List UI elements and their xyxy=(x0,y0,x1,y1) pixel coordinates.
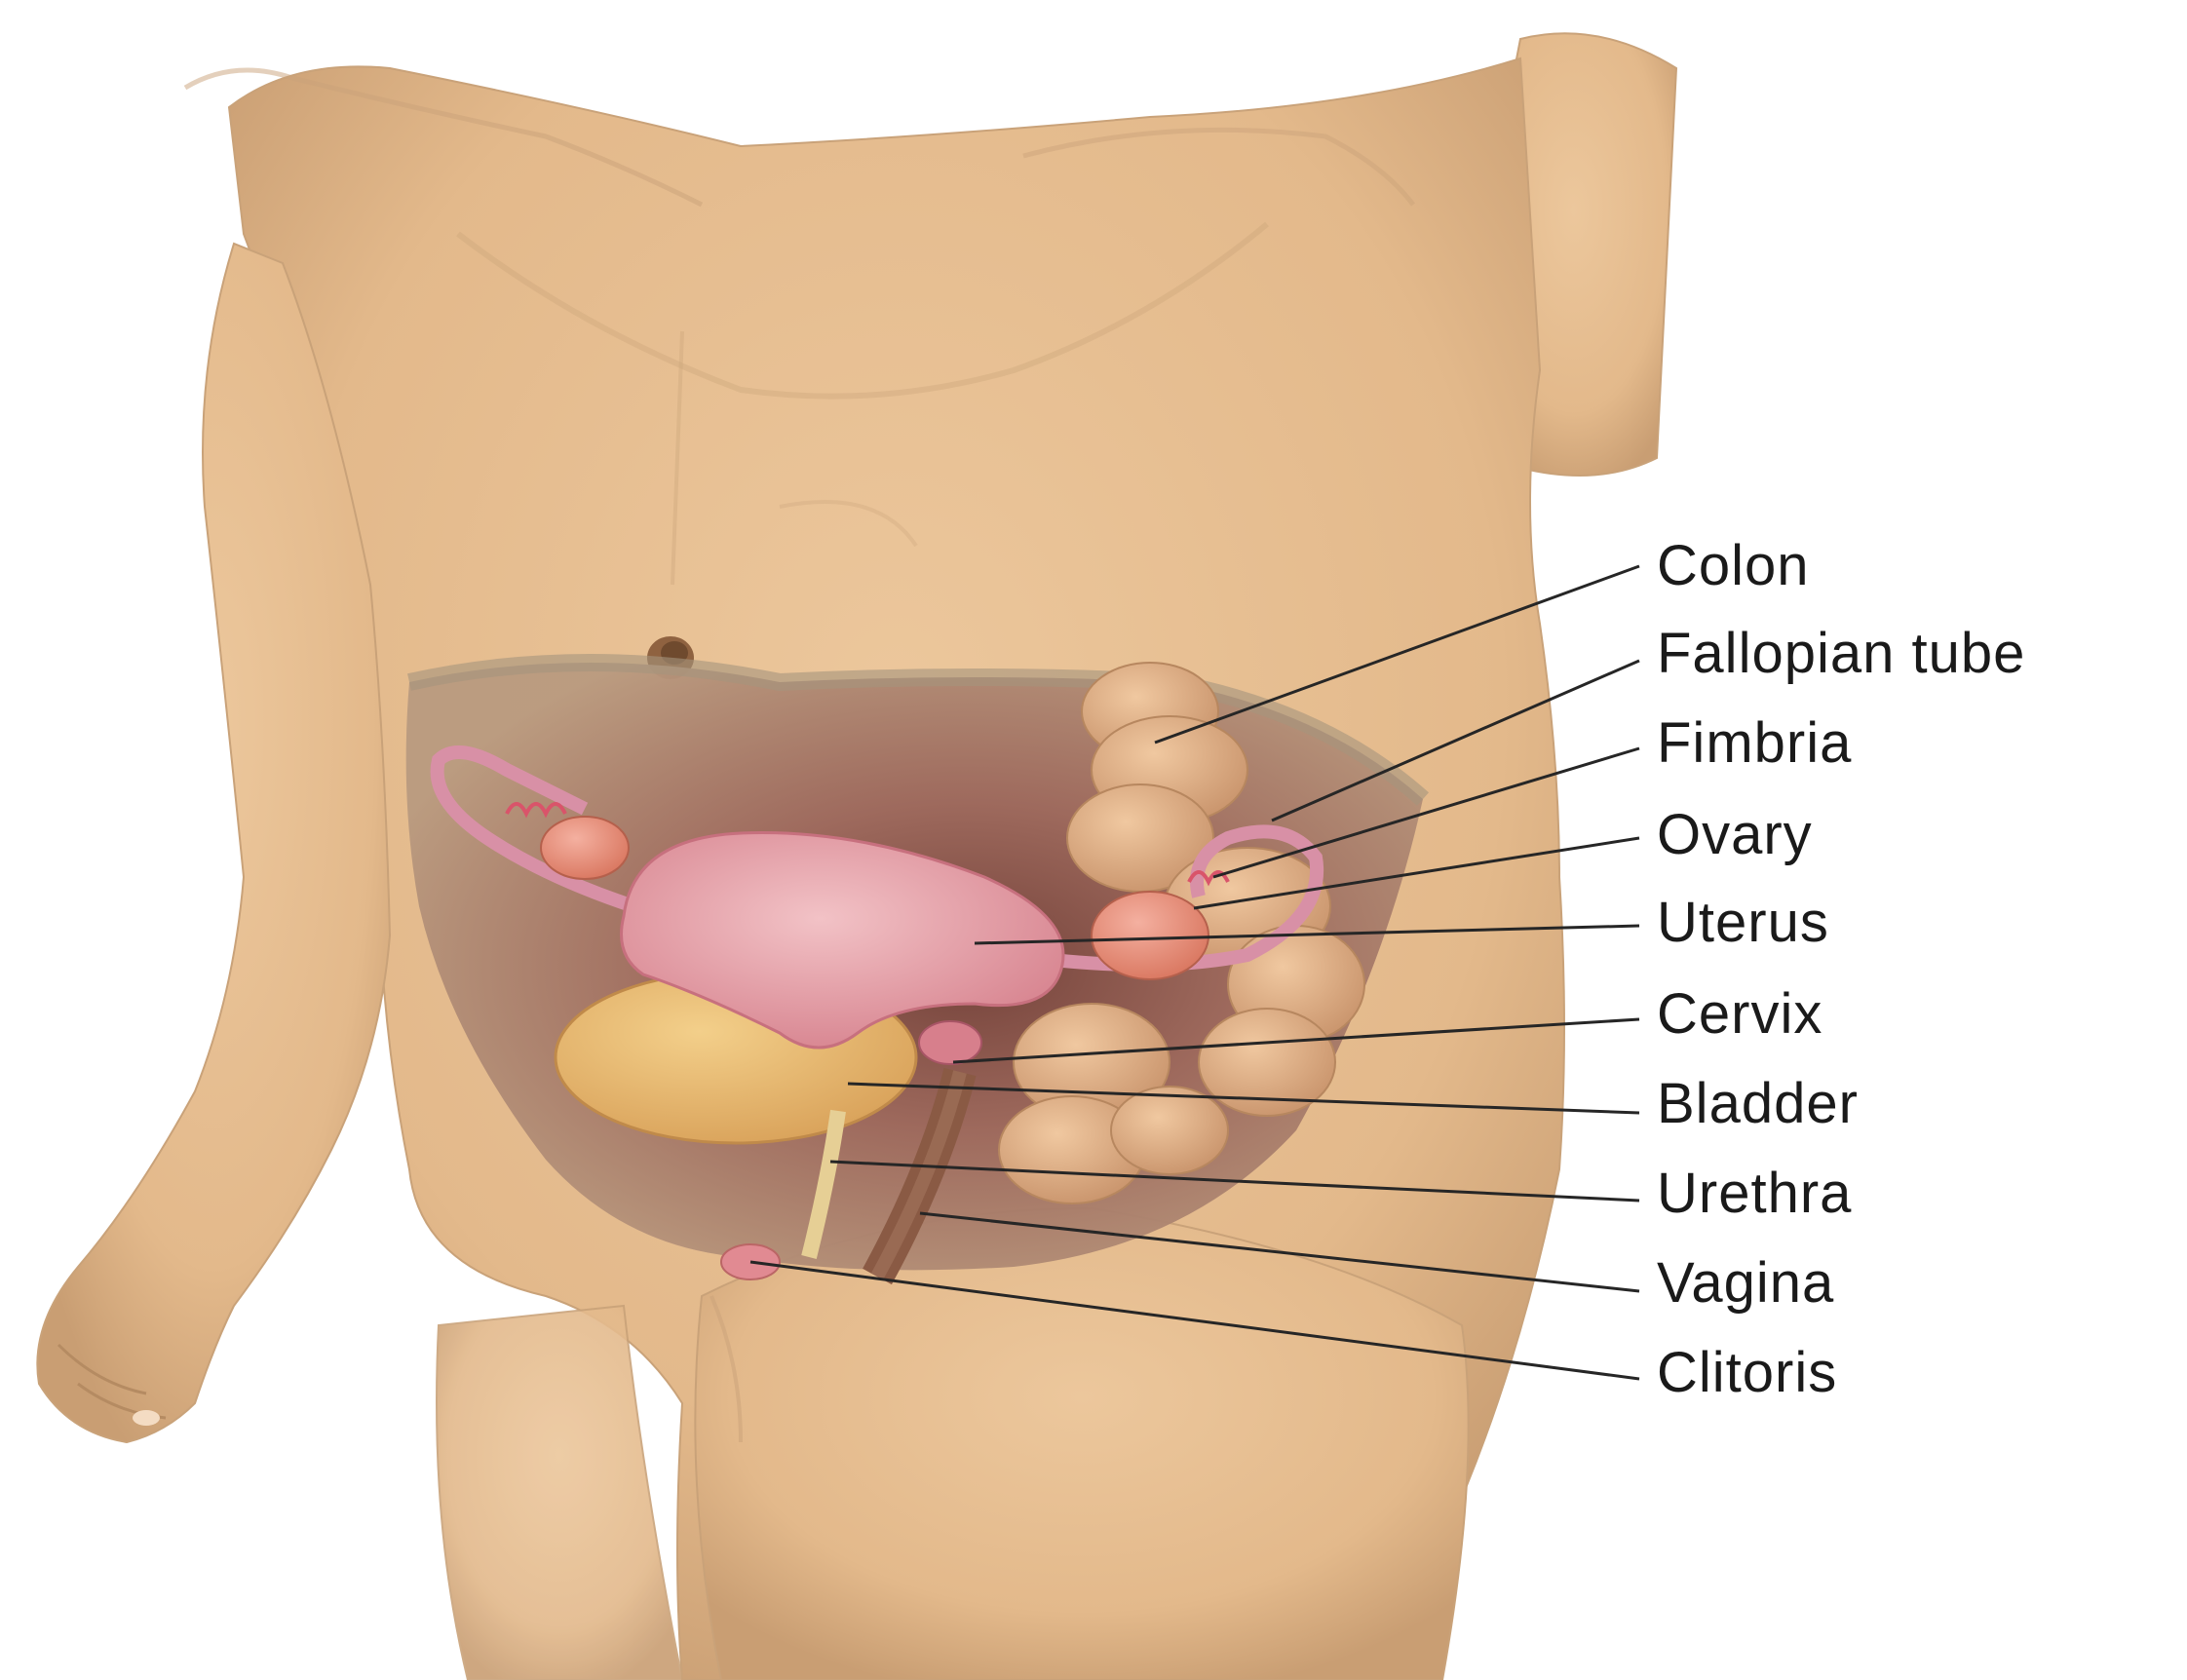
ovary-right xyxy=(1091,891,1209,980)
label-bladder: Bladder xyxy=(1657,1072,1859,1135)
urethra xyxy=(801,1109,846,1259)
label-colon: Colon xyxy=(1657,534,1810,597)
label-uterus: Uterus xyxy=(1657,891,1829,954)
label-cervix: Cervix xyxy=(1657,982,1822,1046)
label-fimbria: Fimbria xyxy=(1657,711,1852,775)
label-clitoris: Clitoris xyxy=(1657,1341,1837,1404)
ovary-left xyxy=(540,816,630,880)
label-vagina: Vagina xyxy=(1657,1251,1834,1315)
left-arm xyxy=(36,242,392,1444)
label-fallopian-tube: Fallopian tube xyxy=(1657,622,2025,685)
right-thigh xyxy=(694,1206,1470,1680)
leader-lines xyxy=(749,564,1640,1381)
left-thigh xyxy=(436,1304,684,1680)
fallopian-tube-left xyxy=(430,745,636,913)
labels: Colon Fallopian tube Fimbria Ovary Uteru… xyxy=(1657,534,2025,1404)
label-ovary: Ovary xyxy=(1657,803,1813,866)
cervix xyxy=(918,1020,982,1065)
label-urethra: Urethra xyxy=(1657,1162,1852,1225)
uterus xyxy=(620,831,1065,1050)
